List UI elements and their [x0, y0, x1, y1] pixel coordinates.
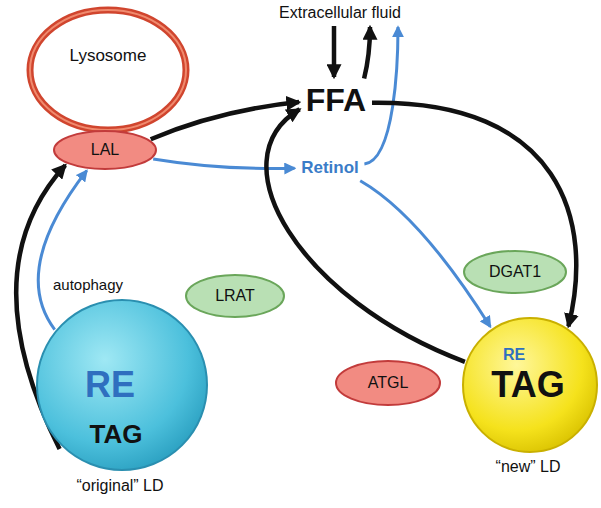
enzyme-ellipse-outline: [186, 275, 284, 317]
lysosome-ring: Lysosome: [26, 6, 190, 134]
enzyme-name: DGAT1: [489, 263, 541, 281]
lipid-droplet: RETAG“new” LD: [462, 317, 598, 453]
edge-label: autophagy: [50, 276, 126, 294]
lipid-name: RE: [85, 364, 135, 405]
region-label: Extracellular fluid: [275, 2, 405, 25]
retinol-flow-arrow: [360, 181, 490, 327]
enzyme-ellipse: LRAT: [185, 274, 285, 318]
lysosome-ring-shape: [26, 6, 190, 134]
metabolite-name: FFA: [306, 82, 366, 119]
enzyme-name: ATGL: [368, 374, 409, 392]
retinol-flow-arrow: [153, 159, 294, 169]
enzyme-ellipse-outline: [464, 251, 566, 293]
metabolite-label: FFA: [302, 80, 371, 121]
droplet-caption: “new” LD: [496, 458, 561, 476]
enzyme-ellipse-outline: [54, 131, 156, 169]
lipid-droplet-outline: [463, 318, 597, 452]
membrane-outline: [30, 10, 186, 130]
region-text: Extracellular fluid: [279, 4, 401, 22]
lipid-name: TAG: [491, 364, 564, 405]
droplet-caption: “original” LD: [76, 477, 163, 495]
organelle-name: Lysosome: [70, 46, 147, 66]
lipid-droplet-outline: [37, 300, 207, 470]
enzyme-ellipse: LAL: [53, 130, 157, 170]
metabolite-label: Retinol: [297, 156, 363, 180]
fatty-acid-flow-arrow: [332, 26, 337, 77]
fatty-acid-flow-arrow: [266, 109, 465, 361]
lipid-name: RE: [503, 346, 525, 364]
membrane-highlight: [30, 10, 186, 130]
lipid-name: TAG: [90, 420, 143, 450]
fatty-acid-flow-arrow: [364, 27, 370, 79]
enzyme-name: LRAT: [215, 287, 255, 305]
metabolite-name: Retinol: [301, 158, 359, 178]
enzyme-ellipse: DGAT1: [463, 250, 567, 294]
lipid-droplet: RETAG“original” LD: [36, 299, 208, 471]
retinol-flow-arrow: [38, 171, 86, 330]
enzyme-name: LAL: [91, 141, 119, 159]
retinol-flow-arrow: [364, 27, 398, 164]
enzyme-ellipse-outline: [336, 361, 440, 405]
enzyme-ellipse: ATGL: [335, 360, 441, 406]
